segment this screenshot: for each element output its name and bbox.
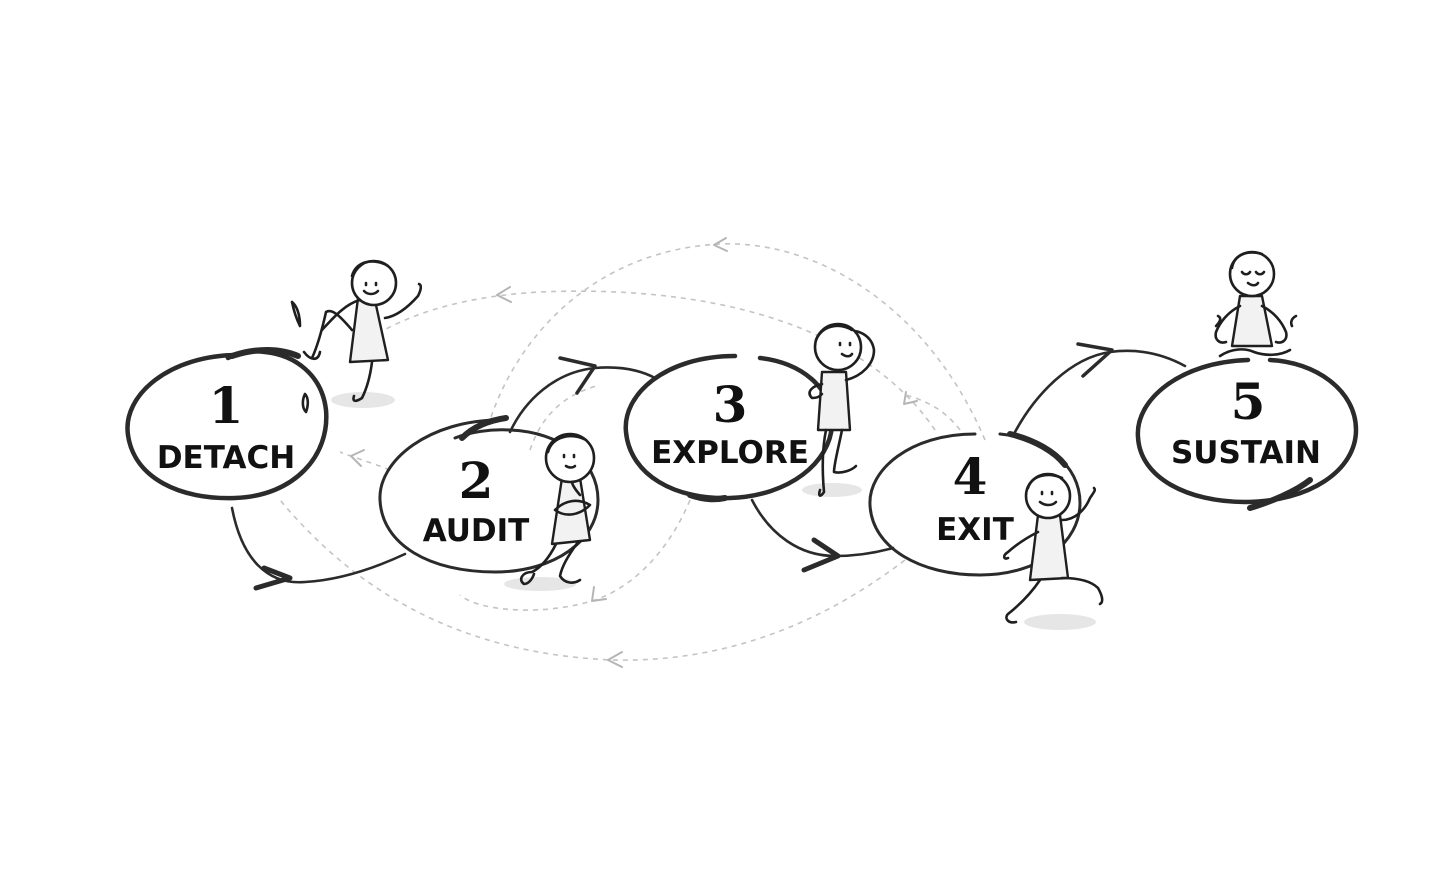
- step-4-node: 4 EXIT: [868, 431, 1082, 577]
- connector-3-to-4: [750, 498, 895, 558]
- figure-foot: [302, 350, 322, 361]
- figure-body: [348, 294, 390, 364]
- step-1-label: DETACH: [157, 440, 295, 476]
- figure-shadow: [331, 392, 395, 408]
- figure-leg: [817, 428, 828, 497]
- figure-arm-crossed: [553, 499, 592, 516]
- arrow-head-icon: [558, 356, 597, 395]
- motion-mark: [301, 392, 310, 414]
- step-5-number: 5: [1231, 372, 1266, 431]
- connector-2-to-3: [508, 366, 657, 434]
- figure-face: [838, 341, 854, 358]
- figure-face: [562, 453, 577, 469]
- connector-4-to-5: [1013, 349, 1187, 434]
- figure-head: [350, 259, 398, 307]
- figure-hair: [546, 435, 588, 454]
- step-3-loop-tail: [687, 492, 728, 503]
- arrow-head-icon: [1076, 342, 1114, 378]
- figure-hand: [1289, 314, 1298, 328]
- return-arrow-head-icon: [591, 586, 607, 602]
- figure-face: [362, 281, 380, 296]
- figure-leg: [558, 540, 582, 584]
- thinking-figure-icon: [504, 432, 596, 591]
- figure-face: [1038, 490, 1058, 507]
- arrow-head-icon: [253, 565, 293, 591]
- figure-arm-wave: [1060, 486, 1097, 522]
- figure-arm: [1214, 304, 1242, 344]
- figure-body: [1230, 294, 1274, 348]
- step-3-number: 3: [713, 375, 748, 434]
- connector-1-to-2: [230, 506, 407, 584]
- figure-shadow: [504, 577, 576, 591]
- figure-arm-back: [1002, 530, 1040, 560]
- figure-hair: [1230, 251, 1264, 270]
- figure-leg: [1005, 578, 1042, 624]
- forward-connectors: [230, 342, 1187, 591]
- return-arrow-head-icon: [903, 391, 918, 405]
- step-1-number: 1: [209, 376, 244, 435]
- step-3-label: EXPLORE: [651, 435, 809, 471]
- figure-arm-back: [320, 298, 362, 332]
- return-path-4-to-1: [279, 499, 906, 661]
- looking-figure-icon: [802, 322, 876, 497]
- figure-arm: [383, 282, 423, 320]
- figure-leg: [832, 428, 858, 474]
- figure-hand: [1214, 314, 1222, 328]
- return-arrow-head-icon: [607, 651, 623, 668]
- figure-shadow: [802, 483, 862, 497]
- step-2-node: 2 AUDIT: [378, 415, 600, 574]
- running-figure-icon: [1002, 472, 1104, 630]
- figure-body: [1028, 513, 1070, 582]
- arrow-head-icon: [801, 537, 841, 573]
- figure-head: [544, 432, 596, 484]
- return-arrow-head-icon: [350, 449, 365, 467]
- step-2-number: 2: [459, 451, 494, 510]
- step-5-loop-tail: [1247, 477, 1313, 511]
- step-2-loop: [378, 418, 600, 574]
- kicking-figure-icon: [290, 259, 423, 414]
- figure-leg-stand: [352, 360, 374, 403]
- step-3-node: 3 EXPLORE: [623, 353, 835, 503]
- step-4-loop-tail: [1007, 431, 1068, 468]
- figure-hair: [814, 324, 854, 342]
- return-arrow-head-icon: [713, 237, 728, 252]
- return-path-to-1-short: [339, 451, 391, 471]
- return-paths: [279, 237, 986, 668]
- figure-hair: [350, 260, 390, 278]
- return-path-4-to-2: [489, 243, 986, 441]
- figure-arm: [1260, 304, 1288, 344]
- figure-arm-hip: [808, 382, 824, 400]
- figure-hair: [1026, 473, 1064, 490]
- step-5-loop: [1135, 357, 1359, 505]
- figure-body: [816, 370, 852, 432]
- figure-face: [1240, 270, 1266, 287]
- figure-leg-kick: [310, 309, 354, 360]
- figure-head: [813, 322, 863, 372]
- figure-shadow: [1024, 614, 1096, 630]
- step-5-label: SUSTAIN: [1171, 435, 1321, 471]
- return-path-4-to-3: [904, 394, 961, 431]
- step-4-number: 4: [953, 447, 988, 506]
- return-path-3-to-1: [359, 290, 936, 431]
- step-1-node: 1 DETACH: [125, 347, 329, 501]
- step-5-node: 5 SUSTAIN: [1135, 357, 1359, 511]
- step-2-label: AUDIT: [423, 513, 530, 549]
- step-1-loop-tail: [229, 347, 301, 359]
- meditating-figure-icon: [1214, 250, 1298, 358]
- return-arrow-head-icon: [496, 286, 512, 303]
- figure-leg: [1060, 576, 1104, 606]
- motion-mark: [290, 300, 302, 328]
- figure-leg: [519, 542, 558, 586]
- step-4-label: EXIT: [936, 512, 1014, 548]
- step-2-loop-tail: [459, 415, 509, 441]
- step-4-loop: [868, 432, 1082, 577]
- figure-legs-crossed: [1218, 348, 1292, 358]
